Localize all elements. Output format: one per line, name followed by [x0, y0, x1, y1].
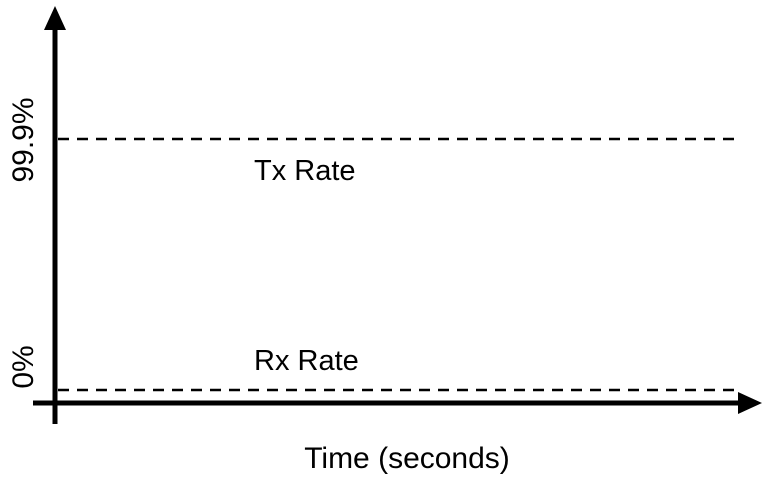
- rx-rate-label: Rx Rate: [254, 345, 359, 377]
- y-axis-arrow: [44, 6, 66, 30]
- tx-rate-label: Tx Rate: [254, 155, 356, 187]
- y-tick-label-high: 99.9%: [7, 97, 40, 182]
- y-tick-label-low: 0%: [7, 345, 40, 388]
- x-axis-label: Time (seconds): [304, 442, 510, 475]
- x-axis-arrow: [738, 392, 762, 414]
